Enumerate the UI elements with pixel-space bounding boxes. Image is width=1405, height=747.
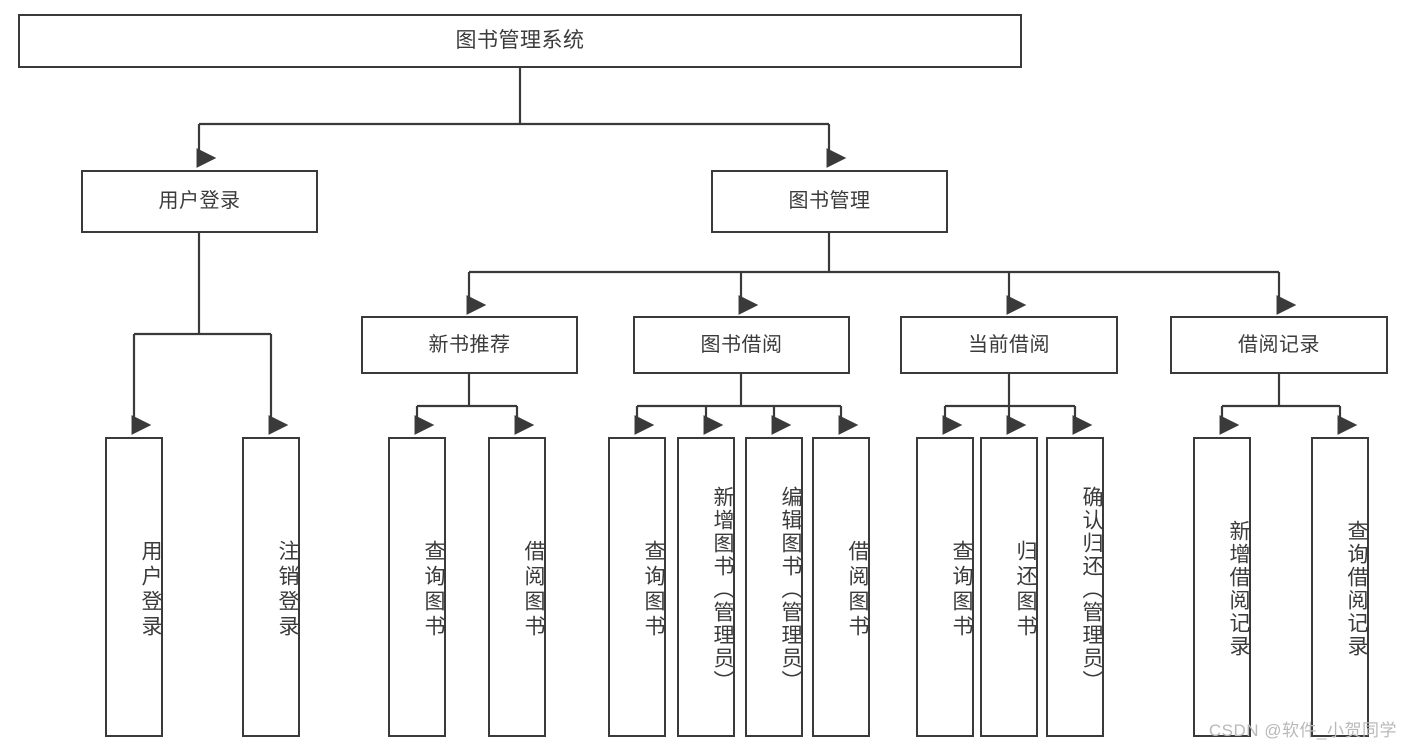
node-borrow-records[interactable]: 借阅记录 <box>1170 316 1388 374</box>
node-label: 注销登录 <box>276 540 299 640</box>
leaf-add-book-admin[interactable]: 新增图书（管理员） <box>677 437 735 737</box>
node-label: 归还图书 <box>1014 540 1037 640</box>
node-new-book-recommend[interactable]: 新书推荐 <box>361 316 578 374</box>
node-label: 查询图书 <box>422 540 445 640</box>
leaf-confirm-return-admin[interactable]: 确认归还（管理员） <box>1046 437 1104 737</box>
node-label: 图书管理系统 <box>455 28 585 52</box>
node-user-login[interactable]: 用户登录 <box>81 170 318 233</box>
node-label: 图书管理 <box>788 190 871 212</box>
leaf-logout-login[interactable]: 注销登录 <box>242 437 300 737</box>
node-label: 查询图书 <box>642 540 665 640</box>
leaf-add-borrow-record[interactable]: 新增借阅记录 <box>1193 437 1251 737</box>
leaf-borrow-book[interactable]: 借阅图书 <box>812 437 870 737</box>
node-label: 用户登录 <box>139 540 162 640</box>
node-current-borrow[interactable]: 当前借阅 <box>900 316 1118 374</box>
node-label: 当前借阅 <box>968 333 1050 356</box>
node-label: 新增图书（管理员） <box>711 485 734 693</box>
leaf-borrow-book-recommend[interactable]: 借阅图书 <box>488 437 546 737</box>
node-label: 用户登录 <box>158 190 241 212</box>
leaf-user-login[interactable]: 用户登录 <box>105 437 163 737</box>
leaf-return-book[interactable]: 归还图书 <box>980 437 1038 737</box>
watermark-text: CSDN @软件_小贺同学 <box>1208 721 1397 740</box>
node-label: 借阅图书 <box>522 540 545 640</box>
node-label: 查询借阅记录 <box>1345 520 1368 658</box>
node-label: 借阅记录 <box>1238 333 1320 356</box>
node-label: 确认归还（管理员） <box>1080 485 1103 693</box>
leaf-query-book-borrow[interactable]: 查询图书 <box>608 437 666 737</box>
leaf-edit-book-admin[interactable]: 编辑图书（管理员） <box>745 437 803 737</box>
leaf-query-book-current[interactable]: 查询图书 <box>916 437 974 737</box>
node-book-borrow[interactable]: 图书借阅 <box>633 316 850 374</box>
node-label: 查询图书 <box>950 540 973 640</box>
node-label: 图书借阅 <box>700 333 783 356</box>
leaf-query-borrow-record[interactable]: 查询借阅记录 <box>1311 437 1369 737</box>
node-label: 新增借阅记录 <box>1227 520 1250 658</box>
node-label: 编辑图书（管理员） <box>779 485 802 693</box>
node-root-book-management-system[interactable]: 图书管理系统 <box>18 14 1022 68</box>
node-book-management[interactable]: 图书管理 <box>711 170 948 233</box>
node-label: 新书推荐 <box>428 333 511 356</box>
node-label: 借阅图书 <box>846 540 869 640</box>
leaf-query-book-recommend[interactable]: 查询图书 <box>388 437 446 737</box>
